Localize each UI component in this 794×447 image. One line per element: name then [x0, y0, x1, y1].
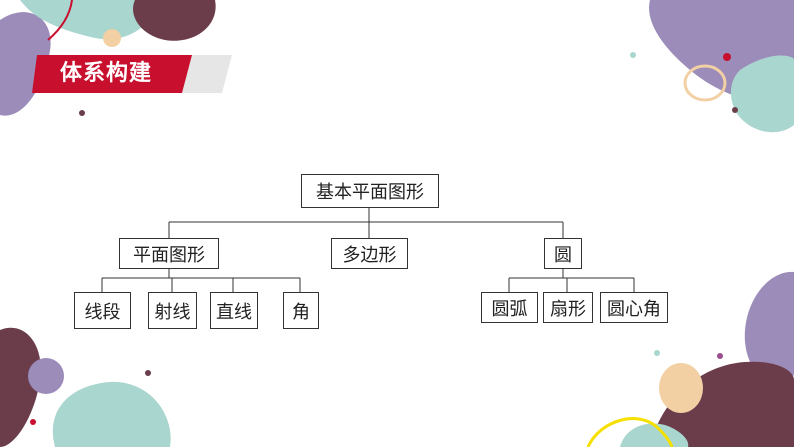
teal-blob-bottom-left: [52, 381, 171, 447]
dot-top-right-2: [732, 107, 738, 113]
red-line-top-left: [47, 0, 73, 41]
purple-blob-bottom-right: [744, 271, 794, 383]
purple-circle-bottom-left: [28, 358, 64, 394]
tree-leaf-segment: 线段: [74, 292, 131, 329]
tree-leaf-line: 直线: [210, 292, 258, 329]
dot-top-right-3: [630, 52, 636, 58]
dot-top-left: [79, 110, 85, 116]
tree-leaf-arc: 圆弧: [481, 292, 538, 323]
tree-leaf-angle: 角: [283, 292, 319, 329]
dot-top-right-1: [723, 53, 731, 61]
section-title: 体系构建: [60, 61, 153, 86]
maroon-blob-bottom-left: [0, 327, 41, 447]
tree-leaf-central-angle: 圆心角: [600, 292, 668, 323]
tree-root-node: 基本平面图形: [301, 174, 439, 208]
yellow-ring-top-right: [683, 64, 727, 102]
teal-blob-top-right: [730, 55, 794, 133]
dot-bottom-right-2: [717, 353, 723, 359]
teal-blob-top-left: [20, 0, 152, 40]
maroon-blob-bottom-right: [650, 361, 794, 447]
purple-blob-top-left: [0, 12, 51, 116]
tree-leaf-ray: 射线: [148, 292, 197, 329]
dot-bottom-right-1: [654, 350, 660, 356]
section-banner: [32, 55, 232, 93]
peach-blob-bottom-right: [659, 363, 703, 413]
tree-branch-polygon: 多边形: [331, 238, 408, 269]
dot-bottom-left-1: [145, 370, 151, 376]
teal-blob-bottom-right: [620, 423, 689, 447]
dot-bottom-left-2: [30, 419, 36, 425]
tree-branch-plane-figures: 平面图形: [119, 238, 219, 269]
maroon-blob-top-left: [133, 0, 216, 41]
tree-branch-circle: 圆: [544, 238, 582, 269]
tree-leaf-sector: 扇形: [543, 292, 593, 323]
yellow-curve-bottom-right: [586, 417, 674, 447]
peach-dot-top-left: [103, 29, 121, 47]
